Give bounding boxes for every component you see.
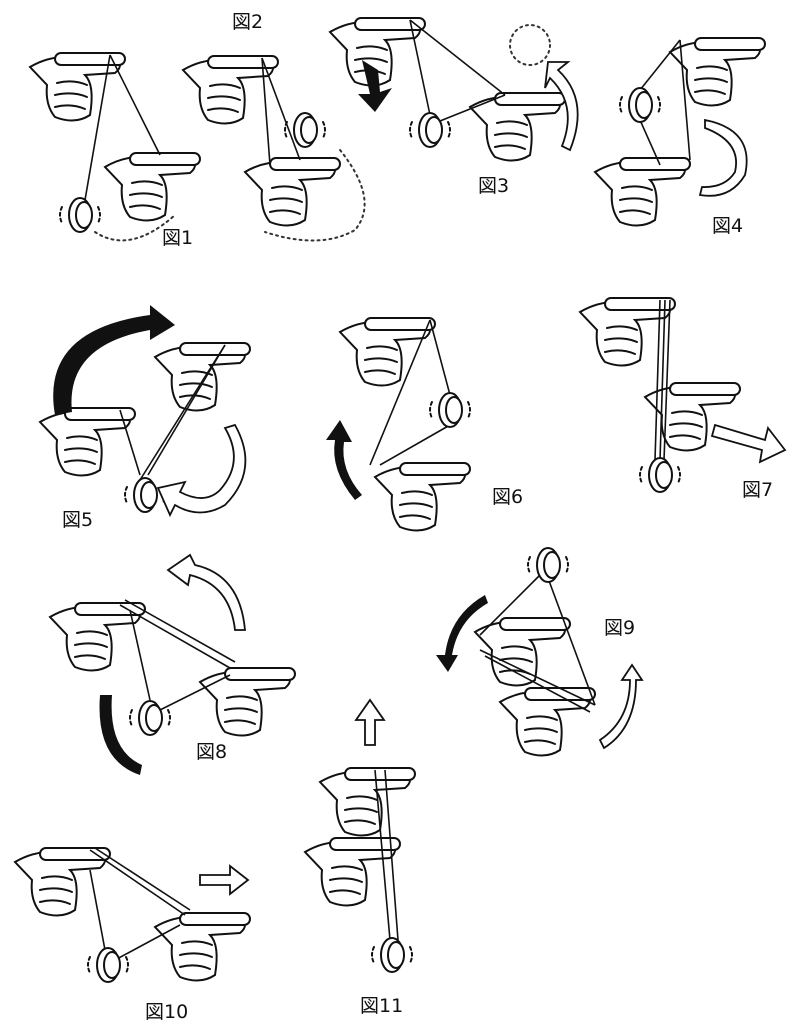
figure-label-4: 図4: [712, 215, 743, 237]
figure-label-2: 図2: [232, 11, 263, 33]
figure-label-11: 図11: [360, 995, 403, 1017]
figure-label-9: 図9: [604, 617, 635, 639]
figure-label-10: 図10: [145, 1001, 188, 1023]
figure-8: 図8: [49, 553, 296, 775]
figure-7: 図7: [579, 297, 787, 501]
figure-label-3: 図3: [478, 175, 509, 197]
figure-10: 図10: [14, 847, 251, 1023]
figure-1: 図1: [29, 52, 201, 249]
figure-5: 図5: [39, 305, 251, 531]
figure-6: 図6: [326, 317, 523, 532]
figure-3: 図3: [329, 17, 579, 197]
figure-9: 図9: [436, 547, 644, 757]
figure-11: 図11: [304, 698, 416, 1017]
figure-label-8: 図8: [196, 741, 227, 763]
figure-label-7: 図7: [742, 479, 773, 501]
figure-2: 図2: [182, 11, 366, 242]
figure-4: 図4: [594, 37, 766, 237]
figure-label-1: 図1: [162, 227, 193, 249]
figure-label-6: 図6: [492, 486, 523, 508]
figure-label-5: 図5: [62, 509, 93, 531]
